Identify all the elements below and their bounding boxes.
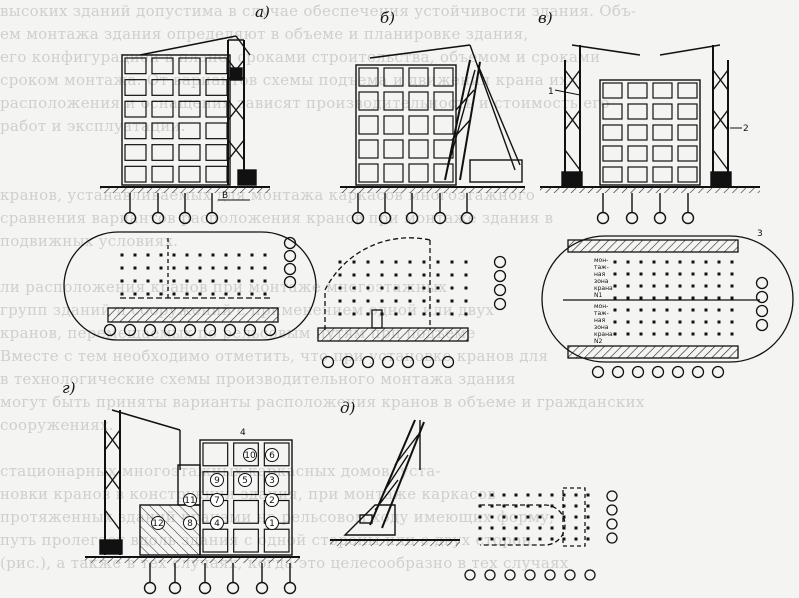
item-4-label: 4 xyxy=(240,428,246,438)
plan-b xyxy=(317,237,507,369)
svg-text:мон-: мон- xyxy=(594,257,608,264)
zone-crane-n2: мон- таж- ная зона крана N2 xyxy=(594,303,613,345)
sequence-number: 12 xyxy=(152,519,163,529)
diagram-a-elevation xyxy=(100,35,270,225)
diagram-v-elevation xyxy=(540,44,760,225)
label-v: в) xyxy=(538,9,553,27)
svg-text:N1: N1 xyxy=(594,292,602,299)
svg-text:зона: зона xyxy=(594,324,609,331)
dim-b-a: В xyxy=(222,191,228,201)
diagram-d-elevation xyxy=(330,419,460,546)
item-3-label: 3 xyxy=(757,229,763,239)
svg-text:зона: зона xyxy=(594,278,609,285)
crane-1-label: 1 xyxy=(548,87,554,97)
svg-text:ная: ная xyxy=(594,317,606,324)
plan-d xyxy=(464,487,618,581)
crane-2-label: 2 xyxy=(743,124,749,134)
zone-crane-n1: мон- таж- ная зона крана N1 xyxy=(594,257,613,299)
sequence-number: 9 xyxy=(214,476,220,486)
background-text-line: в технологические схемы производительног… xyxy=(0,370,516,388)
background-text-line: сооружениях. xyxy=(0,416,114,434)
background-text-line: сроком монтажа. От вариантов схемы подъе… xyxy=(0,71,569,89)
svg-text:таж-: таж- xyxy=(594,310,609,317)
diagram-b-elevation xyxy=(340,44,525,225)
background-text-line: Вместе с тем необходимо отметить, что пр… xyxy=(0,347,549,365)
svg-text:ная: ная xyxy=(594,271,606,278)
svg-text:крана: крана xyxy=(594,285,613,292)
assembly-sequence-numbers: 10 6 9 5 3 11 7 2 12 8 4 1 xyxy=(151,448,279,530)
sequence-number: 1 xyxy=(269,519,275,529)
background-text-line: ли расположения кранов при монтаже много… xyxy=(0,278,448,296)
background-text-line: ем монтажа здания определяют в объеме и … xyxy=(0,25,529,43)
sequence-number: 11 xyxy=(184,496,195,506)
sequence-number: 10 xyxy=(244,451,256,461)
sequence-number: 4 xyxy=(214,519,220,529)
sequence-number: 8 xyxy=(187,519,193,529)
label-g: г) xyxy=(62,379,76,397)
plan-v xyxy=(541,235,794,379)
label-d: д) xyxy=(340,399,356,417)
sequence-number: 5 xyxy=(242,476,248,486)
sequence-number: 6 xyxy=(269,451,275,461)
sequence-number: 7 xyxy=(214,496,220,506)
svg-text:таж-: таж- xyxy=(594,264,609,271)
background-text-line: высоких зданий допустима в случае обеспе… xyxy=(0,2,637,20)
background-text-line: могут быть приняты варианты расположения… xyxy=(0,393,645,411)
sequence-number: 2 xyxy=(269,496,275,506)
label-b: б) xyxy=(380,9,395,27)
background-text-line: работ и эксплуатации. xyxy=(0,117,186,135)
svg-text:крана: крана xyxy=(594,331,613,338)
background-text-line: стационарных многоэтажных каркасных домо… xyxy=(0,462,441,480)
svg-text:N2: N2 xyxy=(594,338,602,345)
label-a: а) xyxy=(255,3,270,21)
svg-text:мон-: мон- xyxy=(594,303,608,310)
plan-a xyxy=(63,231,317,341)
sequence-number: 3 xyxy=(269,476,275,486)
background-text-line: протяженных зданий кранами на рельсовом … xyxy=(0,508,555,526)
